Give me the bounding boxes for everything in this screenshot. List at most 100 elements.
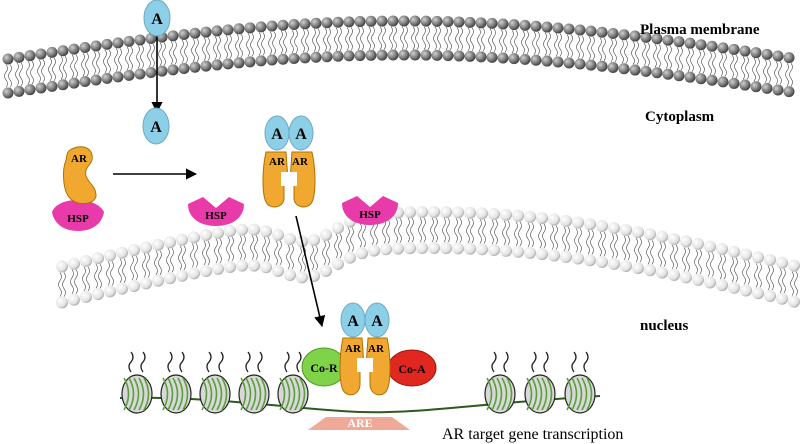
lipid-tail	[532, 31, 536, 55]
lipid-tail	[202, 37, 206, 61]
lipid-tail	[510, 29, 514, 54]
svg-text:A: A	[151, 11, 163, 28]
lipid-head	[255, 21, 267, 33]
lipid-head	[704, 276, 716, 289]
lipid-tail	[268, 31, 272, 55]
lipid-tail	[374, 220, 378, 245]
lipid-head	[608, 257, 620, 270]
lipid-head	[640, 31, 652, 43]
lipid-tail	[345, 27, 349, 51]
lipid-head	[530, 54, 542, 66]
lipid-tail	[106, 261, 110, 286]
svg-text:A: A	[271, 126, 283, 143]
lipid-head	[24, 84, 36, 96]
lipid-head	[244, 56, 256, 68]
lipid-tail	[151, 43, 155, 68]
lipid-tail	[742, 260, 746, 285]
lipid-tail	[130, 255, 134, 281]
lipid-head	[552, 22, 564, 34]
lipid-tail	[314, 245, 318, 271]
lipid-head	[266, 54, 278, 66]
lipid-head	[644, 228, 656, 241]
lipid-tail	[710, 252, 714, 277]
corepressor: Co-R	[301, 347, 347, 387]
lipid-tail	[217, 36, 221, 60]
lipid-tail	[569, 34, 573, 58]
nucleosome	[524, 351, 556, 414]
lipid-tail	[782, 268, 786, 293]
lipid-tail	[224, 35, 228, 59]
lipid-head	[248, 223, 260, 236]
lipid-head	[431, 15, 443, 27]
lipid-tail	[327, 28, 331, 52]
lipid-tail	[448, 26, 452, 51]
svg-text:AR: AR	[71, 153, 88, 165]
lipid-tail	[170, 248, 174, 273]
lipid-head	[750, 81, 762, 93]
lipid-head	[680, 235, 692, 248]
lipid-head	[695, 39, 707, 51]
lipid-tail	[624, 40, 628, 64]
lipid-head	[486, 51, 498, 63]
lipid-tail	[770, 265, 774, 291]
lipid-tail	[794, 271, 798, 296]
lipid-head	[656, 266, 668, 279]
lipid-head	[716, 243, 728, 256]
lipid-tail	[538, 223, 542, 249]
lipid-tail	[620, 40, 624, 64]
lipid-head	[200, 60, 212, 72]
lipid-head	[68, 293, 80, 306]
lipid-head	[188, 231, 200, 244]
ar-dimer-nuclear: A A AR AR	[339, 302, 391, 396]
lipid-head	[176, 233, 188, 246]
lipid-head	[486, 17, 498, 29]
lipid-tail	[674, 244, 678, 270]
lipid-head	[376, 49, 388, 61]
lipid-head	[211, 59, 223, 71]
lipid-tail	[250, 235, 254, 260]
lipid-head	[541, 55, 553, 67]
lipid-tail	[146, 253, 150, 278]
lipid-head	[512, 245, 524, 258]
lipid-head	[140, 277, 152, 290]
lipid-tail	[730, 54, 734, 79]
lipid-head	[112, 71, 124, 83]
free-hsp-1: HSP	[188, 197, 244, 226]
lipid-head	[512, 209, 524, 222]
lipid-head	[530, 20, 542, 32]
lipid-tail	[562, 226, 566, 252]
lipid-head	[299, 18, 311, 30]
plasma-membrane	[2, 15, 795, 99]
svg-text:AR: AR	[345, 343, 362, 355]
lipid-tail	[536, 31, 540, 55]
lipid-tail	[118, 48, 122, 72]
lipid-head	[236, 259, 248, 272]
svg-text:A: A	[371, 313, 383, 330]
lipid-head	[453, 50, 465, 62]
lipid-head	[222, 24, 234, 36]
lipid-tail	[650, 240, 654, 265]
lipid-tail	[70, 54, 74, 78]
lipid-head	[392, 242, 404, 255]
svg-text:AR: AR	[292, 156, 309, 168]
lipid-head	[164, 272, 176, 285]
lipid-head	[692, 237, 704, 250]
lipid-head	[35, 48, 47, 60]
lipid-head	[189, 27, 201, 39]
lipid-tail	[422, 217, 426, 243]
lipid-tail	[565, 34, 569, 58]
lipid-head	[428, 206, 440, 219]
lipid-tail	[349, 27, 353, 51]
lipid-head	[398, 15, 410, 27]
lipid-tail	[278, 240, 282, 266]
lipid-head	[673, 36, 685, 48]
lipid-tail	[294, 29, 298, 54]
lipid-head	[706, 40, 718, 52]
lipid-head	[497, 52, 509, 64]
lipid-tail	[686, 247, 690, 272]
lipid-head	[260, 261, 272, 274]
lipid-tail	[358, 223, 362, 248]
lipid-tail	[194, 243, 198, 268]
lipid-tail	[290, 29, 294, 54]
lipid-tail	[230, 236, 234, 262]
